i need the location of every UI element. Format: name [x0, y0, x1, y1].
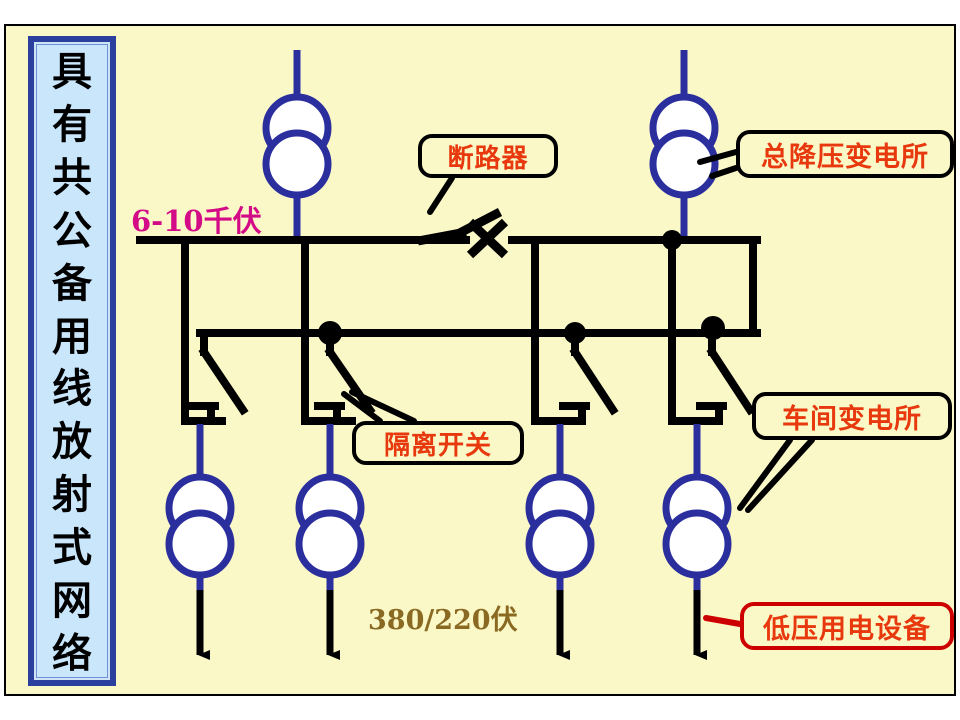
- isolator-switch-3[interactable]: [559, 329, 619, 424]
- circuit-breaker-symbol[interactable]: [417, 208, 509, 259]
- title-char: 有: [52, 100, 92, 148]
- main-transformer-right: [649, 93, 719, 199]
- lv-outgoing-stubs: [196, 575, 701, 600]
- title-char: 公: [52, 206, 92, 254]
- callout-isolator-switch[interactable]: 隔离开关: [352, 421, 524, 465]
- feeder-risers: [181, 236, 757, 425]
- title-panel-inner-border: [36, 44, 108, 678]
- title-char: 具: [52, 48, 92, 95]
- leader-lv-equipment: [703, 615, 743, 627]
- lv-outgoing-arrows: [196, 590, 707, 660]
- callout-lv-equipment[interactable]: 低压用电设备: [740, 602, 954, 650]
- top-incoming-lines: [293, 50, 688, 242]
- leader-workshop: [737, 437, 793, 511]
- junction-dot-bus2-b: [564, 322, 586, 344]
- main-transformer-left: [262, 93, 332, 199]
- workshop-transformer-3: [525, 473, 595, 579]
- leader-main-substation-2: [709, 165, 739, 179]
- title-char: 线: [52, 365, 92, 413]
- title-char: 网: [52, 577, 92, 625]
- callout-main-substation[interactable]: 总降压变电所: [736, 130, 954, 178]
- junction-dot-bus2-a: [318, 321, 342, 345]
- vertical-title-panel: 具 有 共 公 备 用 线 放 射 式 网 络: [28, 36, 116, 686]
- callout-circuit-breaker[interactable]: 断路器: [418, 134, 558, 178]
- title-char: 络: [52, 629, 92, 677]
- leader-isolator-2: [349, 389, 417, 424]
- junction-dots: [318, 230, 725, 345]
- title-char: 射: [52, 471, 92, 519]
- isolator-switch-4[interactable]: [696, 329, 756, 424]
- page-title: 具 有 共 公 备 用 线 放 射 式 网 络: [34, 52, 110, 674]
- callout-leaders-red: [703, 615, 743, 627]
- title-char: 共: [52, 153, 92, 201]
- leader-main-substation: [697, 149, 739, 165]
- workshop-transformer-4: [662, 473, 732, 579]
- leader-breaker: [427, 175, 455, 215]
- junction-dot-bus2-c: [701, 316, 725, 340]
- isolator-switch-1[interactable]: [188, 329, 249, 424]
- workshop-transformer-2: [295, 473, 365, 579]
- workshop-transformer-1: [165, 473, 235, 579]
- hv-voltage-label: 6-10千伏: [131, 204, 262, 238]
- leader-workshop-2: [745, 437, 815, 513]
- callout-workshop-substation[interactable]: 车间变电所: [752, 392, 952, 440]
- leader-isolator: [341, 391, 383, 424]
- title-char: 式: [52, 524, 92, 572]
- callout-leaders: [341, 149, 815, 513]
- junction-dot-top-right: [662, 230, 682, 250]
- lv-voltage-label: 380/220伏: [368, 605, 518, 636]
- title-char: 备: [52, 259, 92, 307]
- breaker-cross-b: [466, 218, 509, 259]
- workshop-feeder-drops: [196, 424, 701, 477]
- title-char: 用: [52, 312, 92, 360]
- bus-bars: [136, 236, 761, 337]
- title-char: 放: [52, 418, 92, 466]
